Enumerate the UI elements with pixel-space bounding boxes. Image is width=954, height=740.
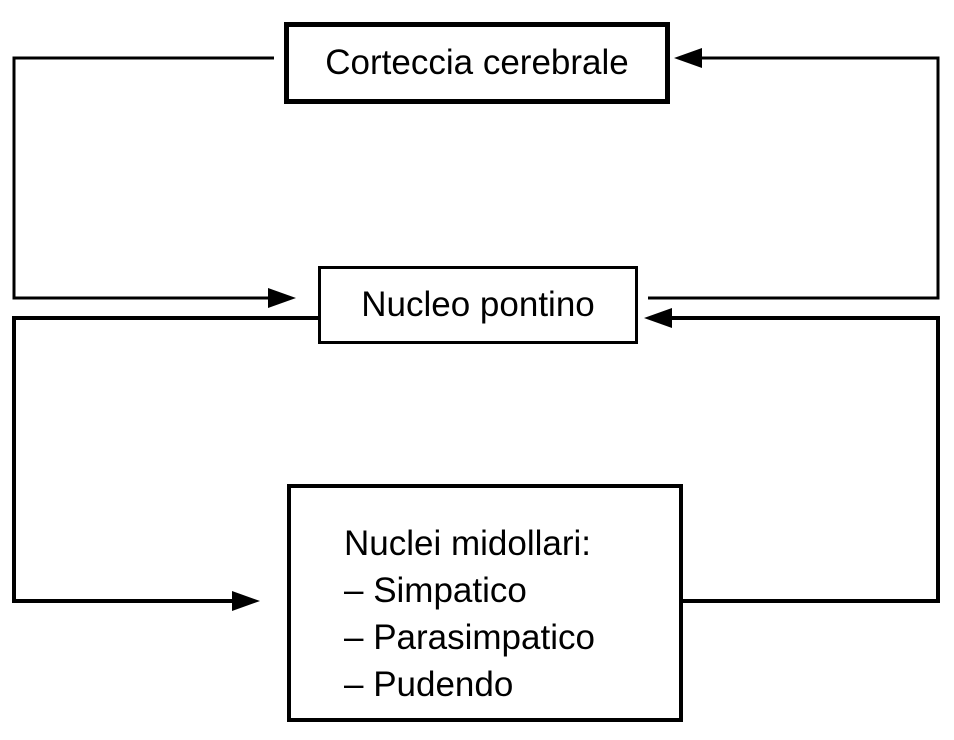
- edge-pontine-to-spinal: [12, 316, 318, 603]
- arrowhead-pontine-to-cortex: [674, 48, 702, 68]
- arrowhead-pontine-to-spinal: [232, 591, 260, 611]
- node-cortex-label: Corteccia cerebrale: [325, 43, 629, 82]
- node-pontine: Nucleo pontino: [318, 266, 638, 344]
- edge-spinal-to-pontine: [672, 316, 940, 603]
- edge-pontine-to-cortex: [648, 56, 940, 300]
- arrowhead-spinal-to-pontine: [644, 308, 672, 328]
- node-pontine-label: Nucleo pontino: [361, 285, 595, 324]
- node-spinal-item-pudendal: – Pudendo: [344, 665, 514, 704]
- node-cortex: Corteccia cerebrale: [284, 22, 670, 104]
- node-spinal-title: Nuclei midollari:: [344, 524, 592, 563]
- edge-cortex-to-pontine: [12, 56, 274, 300]
- node-spinal-item-parasympathetic: – Parasimpatico: [344, 618, 595, 657]
- arrowhead-cortex-to-pontine: [268, 288, 296, 308]
- node-spinal: Nuclei midollari: – Simpatico – Parasimp…: [287, 484, 683, 722]
- node-spinal-item-sympathetic: – Simpatico: [344, 571, 527, 610]
